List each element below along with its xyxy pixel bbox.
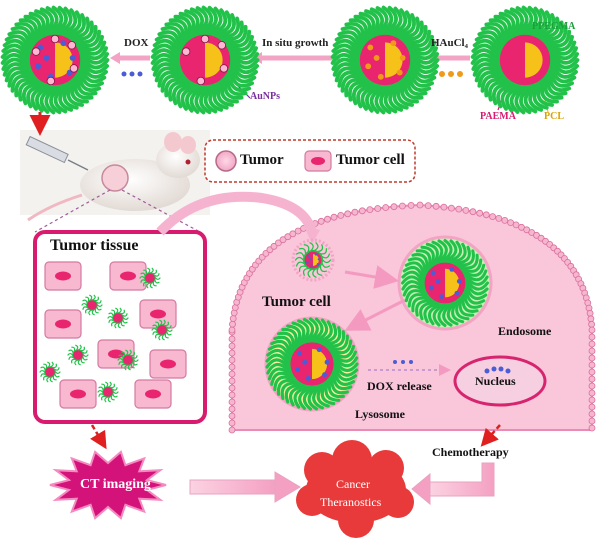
arrow-in-situ-growth xyxy=(252,52,340,64)
label-lysosome: Lysosome xyxy=(355,407,406,421)
arrow-to-endosome xyxy=(344,265,399,289)
tissue-nanoparticle xyxy=(81,294,103,316)
tissue-cell xyxy=(59,379,97,409)
tissue-nanoparticle xyxy=(117,349,139,371)
tissue-nanoparticle xyxy=(67,344,89,366)
nanoparticle-haucl4 xyxy=(330,5,440,115)
arrow-tissue-to-ct xyxy=(90,424,107,450)
arrow-to-lysosome xyxy=(344,298,406,331)
label-tumor-tissue: Tumor tissue xyxy=(50,237,139,254)
tissue-nanoparticle xyxy=(151,319,173,341)
nanoparticle-lysosome xyxy=(265,317,359,411)
tissue-nanoparticle xyxy=(97,381,119,403)
nanoparticle-base xyxy=(470,5,580,115)
tissue-cell xyxy=(44,309,82,339)
label-pcl: PCL xyxy=(544,111,564,122)
nanoparticle-endosome xyxy=(400,238,490,328)
legend-box xyxy=(204,139,416,183)
tissue-cells xyxy=(39,261,187,409)
label-endosome: Endosome xyxy=(498,324,552,338)
tissue-nanoparticle xyxy=(139,267,161,289)
label-in-situ-growth: In situ growth xyxy=(262,37,329,49)
label-chemotherapy: Chemotherapy xyxy=(432,445,509,459)
legend-label-tumor: Tumor xyxy=(240,152,284,168)
arrow-nucleus-to-chemo xyxy=(480,424,501,447)
mouse-photo xyxy=(20,130,210,222)
legend-tumor-icon xyxy=(215,150,237,172)
nanoparticle-entering xyxy=(294,242,332,278)
label-cancer: Cancer xyxy=(336,477,370,491)
syringe-icon xyxy=(25,135,89,171)
tissue-nanoparticle xyxy=(39,361,61,383)
zoom-line-right xyxy=(121,189,201,233)
label-theranostics: Theranostics xyxy=(320,495,382,509)
legend-label-tumor-cell: Tumor cell xyxy=(336,152,405,168)
label-haucl4: HAuCl₄ xyxy=(431,37,468,49)
arrow-dox xyxy=(110,52,150,77)
label-ppegma: PPEGMA xyxy=(532,21,576,32)
label-paema: PAEMA xyxy=(480,111,516,122)
tissue-cell xyxy=(134,379,172,409)
arrow-tissue-to-cell xyxy=(156,191,317,236)
tissue-cell xyxy=(109,261,147,291)
nanoparticle-dox-loaded xyxy=(0,5,110,115)
label-nucleus: Nucleus xyxy=(475,374,516,388)
tissue-nanoparticle xyxy=(107,307,129,329)
nanoparticles xyxy=(0,5,580,411)
label-dox: DOX xyxy=(124,37,149,49)
label-ct-imaging: CT imaging xyxy=(80,477,151,492)
arrow-ct-to-cancer xyxy=(189,471,301,503)
cancer-theranostics-cloud xyxy=(296,440,414,538)
label-aunps: AuNPs xyxy=(250,91,281,102)
nanoparticle-aunps xyxy=(150,5,260,115)
tissue-cell xyxy=(139,299,177,329)
label-dox-release: DOX release xyxy=(367,379,432,393)
tissue-cell xyxy=(44,261,82,291)
tissue-cell xyxy=(149,349,187,379)
zoom-line-left xyxy=(34,189,111,233)
label-tumor-cell: Tumor cell xyxy=(262,294,331,310)
nucleus xyxy=(453,355,547,407)
arrow-chemo-to-cancer xyxy=(411,462,495,506)
ct-imaging-burst xyxy=(49,450,167,520)
tumor-tissue-box xyxy=(33,230,207,424)
